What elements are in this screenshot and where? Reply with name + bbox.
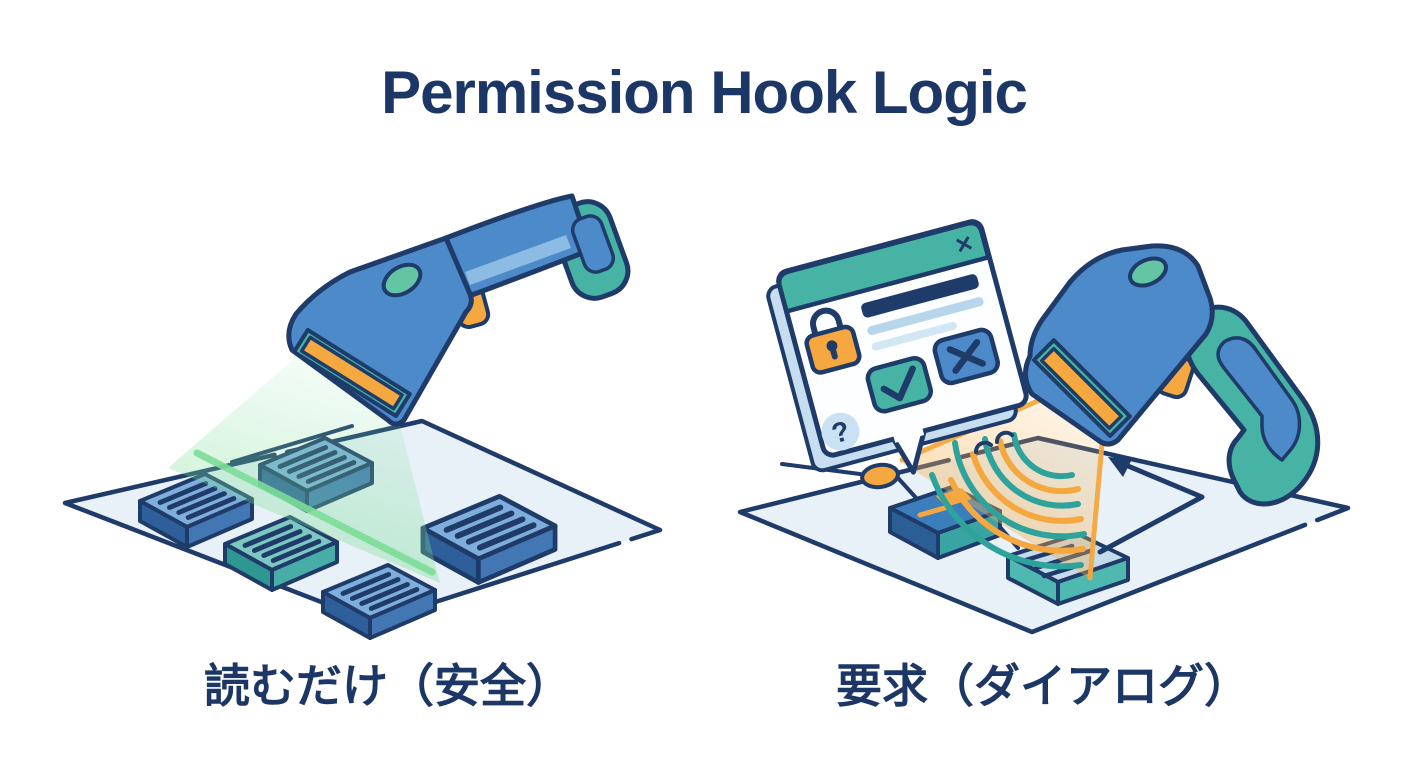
cap-inner-panel xyxy=(570,214,616,274)
grip-inner-panel xyxy=(1216,336,1302,462)
loop-arrow xyxy=(1097,457,1205,555)
scan-aperture xyxy=(299,335,404,411)
dialog-text-line xyxy=(871,321,957,351)
allow-button xyxy=(865,355,934,414)
left-panel: 読むだけ（安全） xyxy=(62,193,663,712)
dialog-titlebar xyxy=(776,220,991,314)
page-title: Permission Hook Logic xyxy=(381,59,1027,126)
signal-squiggle xyxy=(974,430,1014,454)
left-caption: 読むだけ（安全） xyxy=(204,660,572,712)
dialog-text-line xyxy=(867,297,984,336)
scanline xyxy=(193,449,436,576)
signal-arcs xyxy=(929,430,1087,570)
permission-dialog: ✕ ? xyxy=(766,219,1029,475)
arrowhead xyxy=(1108,457,1132,477)
right-panel: ✕ ? 要求（ダイアログ） xyxy=(737,219,1351,712)
check-icon xyxy=(880,365,916,402)
scanner-button xyxy=(1128,256,1168,288)
barcode-scanner-right xyxy=(1023,243,1321,507)
dialog-heading-bar xyxy=(861,274,979,318)
question-icon: ? xyxy=(821,412,860,451)
right-caption: 要求（ダイアログ） xyxy=(836,660,1250,712)
connector-line xyxy=(896,476,920,502)
x-icon xyxy=(946,338,986,374)
barcode-scanner-left xyxy=(286,193,631,427)
box-label-line xyxy=(917,504,951,518)
flow-node xyxy=(860,462,900,490)
deny-button xyxy=(932,327,1000,386)
body-stripe xyxy=(465,235,571,285)
scanner-button xyxy=(381,262,423,298)
lock-icon xyxy=(804,307,862,375)
scan-aperture xyxy=(1040,346,1124,430)
